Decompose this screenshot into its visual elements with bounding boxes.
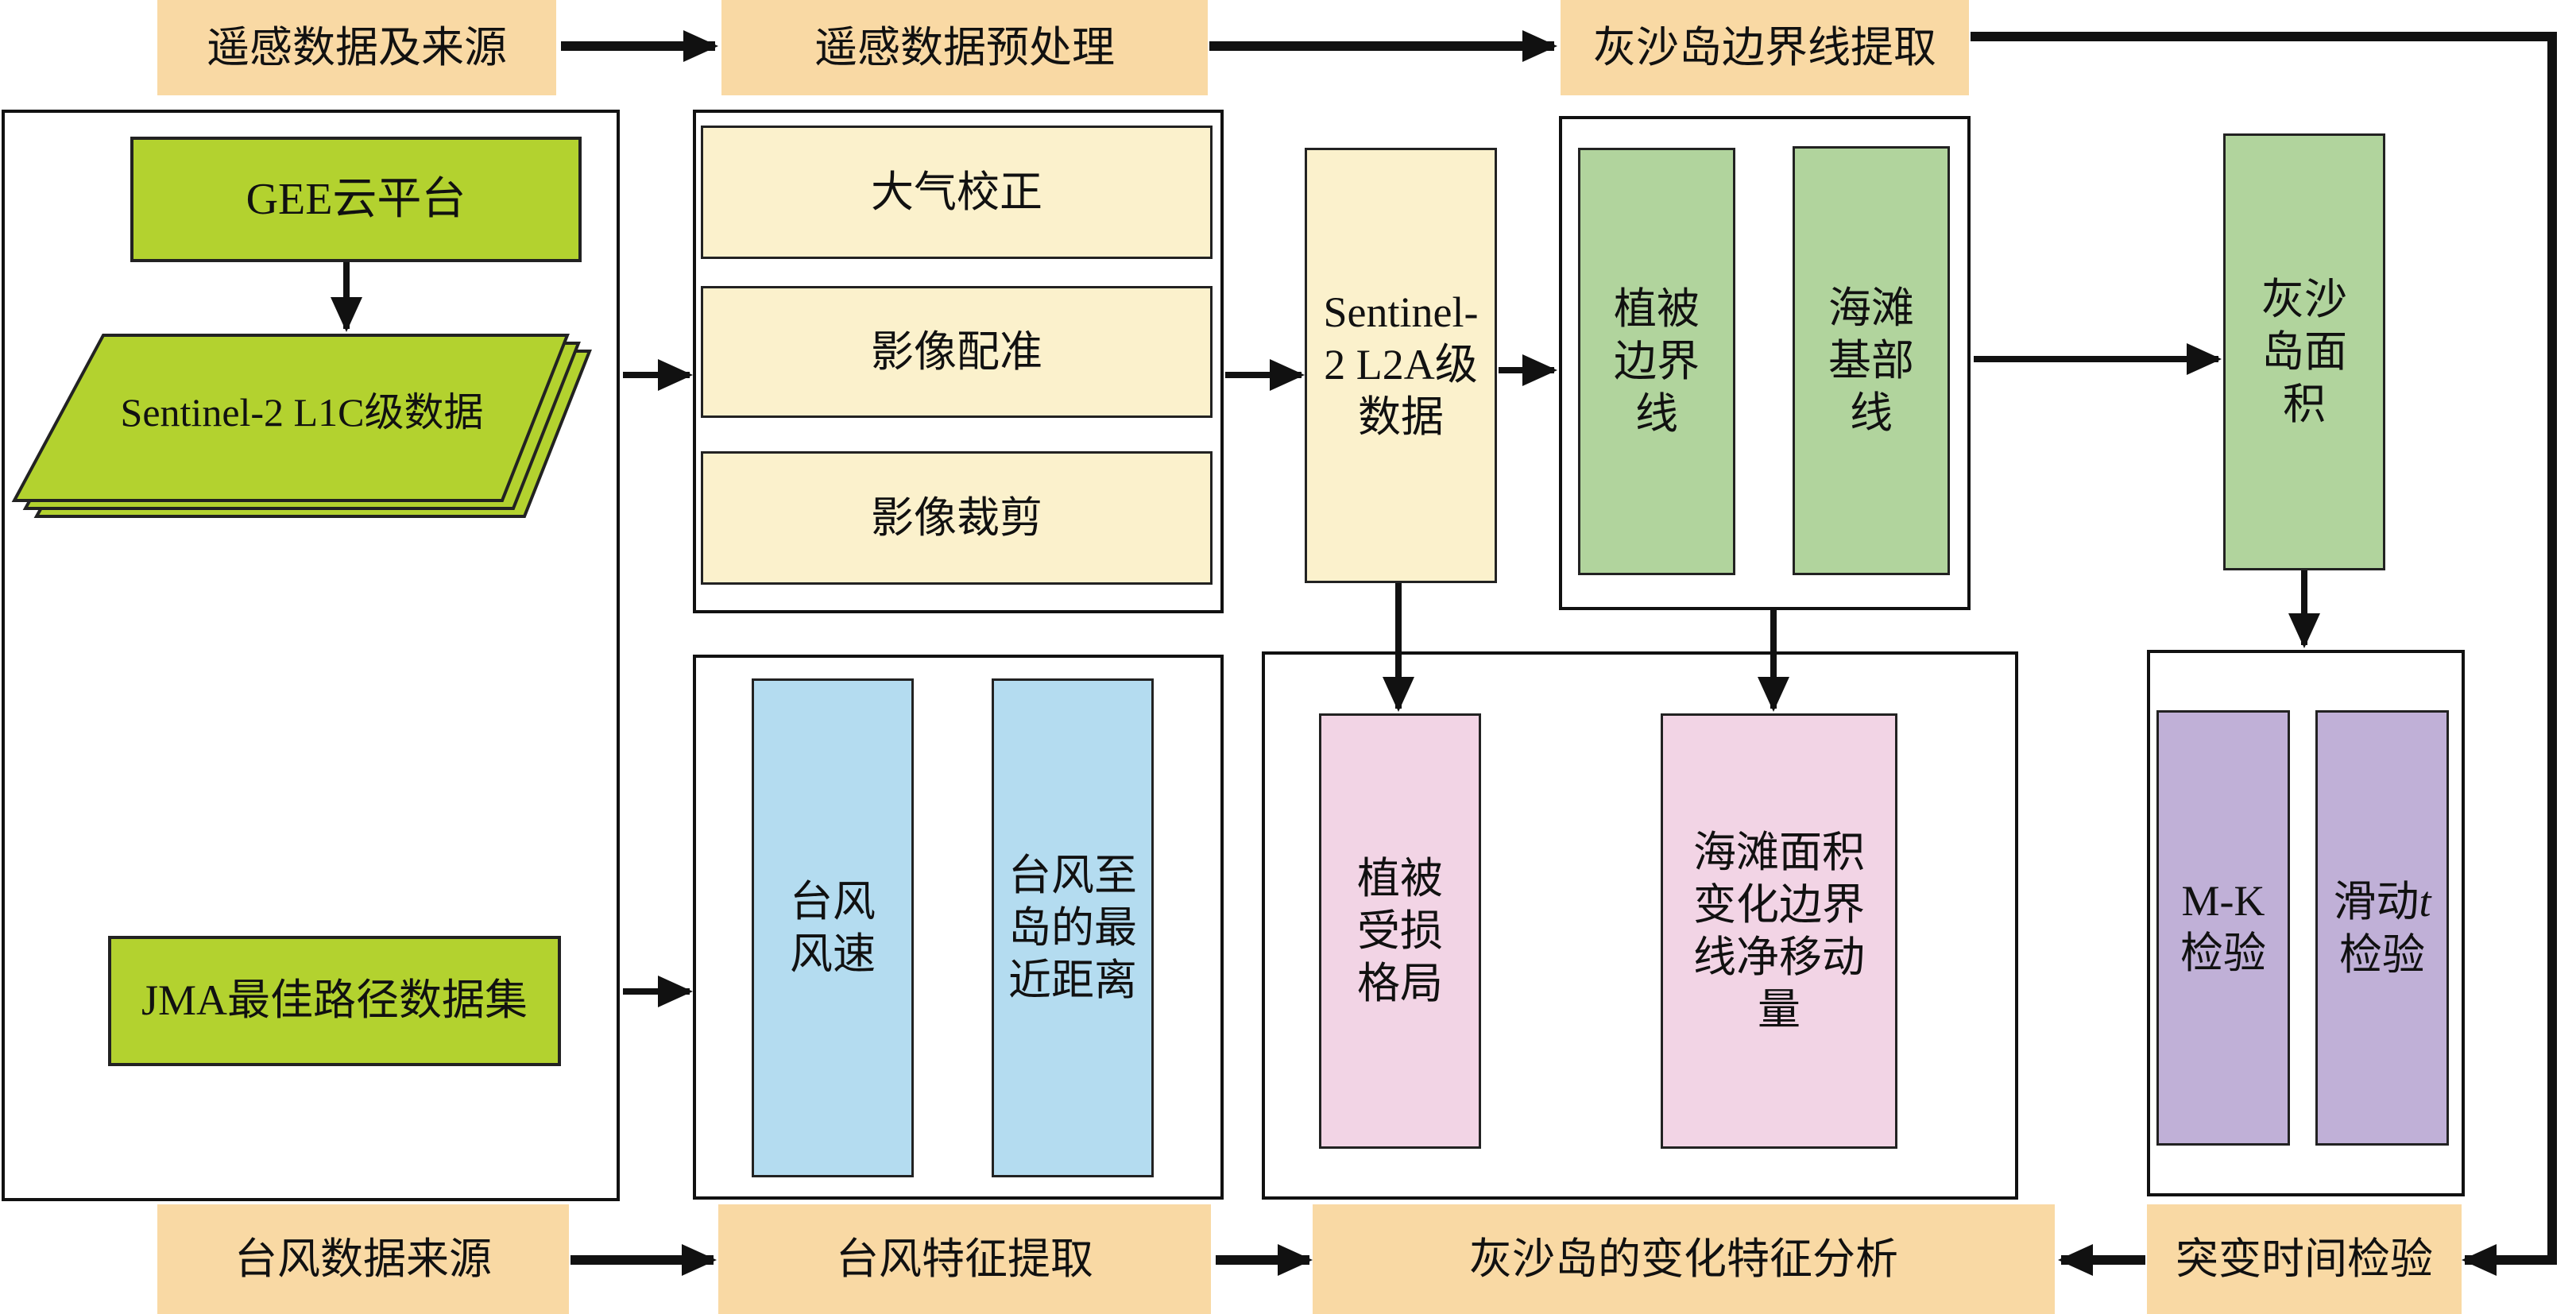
image-registration-box: 影像配准: [701, 286, 1213, 418]
frame-change-results: [1262, 651, 2018, 1200]
header-boundary-extraction: 灰沙岛边界线提取: [1561, 0, 1969, 95]
beach-toe-line-box: 海滩基部线: [1793, 146, 1950, 575]
typhoon-distance-box: 台风至岛的最近距离: [992, 678, 1154, 1177]
header-typhoon-source: 台风数据来源: [157, 1204, 569, 1314]
header-change-analysis: 灰沙岛的变化特征分析: [1313, 1204, 2055, 1314]
header-typhoon-feature: 台风特征提取: [718, 1204, 1211, 1314]
frame-preprocessing: [693, 110, 1224, 613]
frame-typhoon-features: [693, 655, 1224, 1200]
frame-data-sources: [2, 110, 620, 1201]
header-remote-sensing-source: 遥感数据及来源: [157, 0, 556, 95]
atmospheric-correction-box: 大气校正: [701, 126, 1213, 259]
jma-dataset-box: JMA最佳路径数据集: [108, 936, 561, 1066]
island-area-box: 灰沙岛面积: [2223, 133, 2385, 570]
frame-tests: [2147, 650, 2465, 1196]
image-clipping-box: 影像裁剪: [701, 451, 1213, 585]
mk-test-box: M-K检验: [2156, 710, 2290, 1146]
typhoon-wind-speed-box: 台风风速: [752, 678, 914, 1177]
header-remote-sensing-preprocess: 遥感数据预处理: [721, 0, 1208, 95]
sentinel-l2a-box: Sentinel-2 L2A级数据: [1305, 148, 1497, 583]
vegetation-boundary-box: 植被边界线: [1578, 148, 1735, 575]
gee-platform-box: GEE云平台: [130, 137, 582, 262]
beach-change-box: 海滩面积变化边界线净移动量: [1661, 713, 1897, 1149]
sentinel-l1c-label: Sentinel-2 L1C级数据: [120, 390, 484, 435]
frame-boundaries: [1559, 116, 1971, 610]
vegetation-damage-box: 植被受损格局: [1319, 713, 1481, 1149]
header-abrupt-test: 突变时间检验: [2147, 1204, 2462, 1314]
moving-t-test-box: 滑动t检验: [2315, 710, 2449, 1146]
